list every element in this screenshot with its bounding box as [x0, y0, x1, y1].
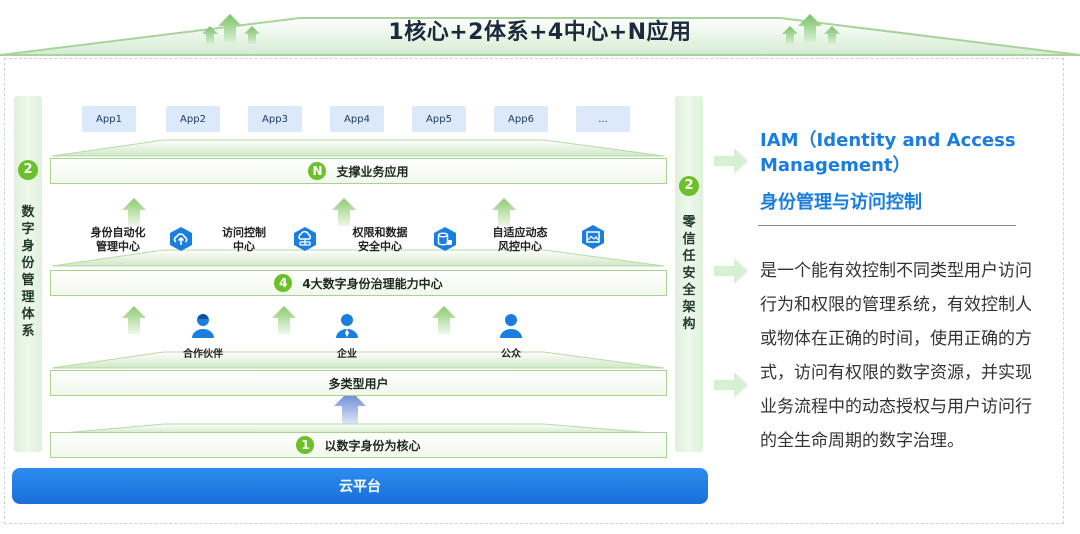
layer-4-label: 4大数字身份治理能力中心 [302, 276, 443, 291]
app-6: App6 [494, 106, 548, 132]
right-pillar-badge: 2 [679, 176, 699, 196]
diagram-frame [4, 58, 1064, 524]
network-cloud-icon [294, 227, 316, 251]
app-4: App4 [330, 106, 384, 132]
app-more: ... [576, 106, 630, 132]
chevron-right-icon [714, 372, 748, 398]
center-4-label: 自适应动态 风控中心 [492, 226, 548, 253]
user-partner-label: 合作伙伴 [183, 349, 223, 360]
database-lock-icon [434, 227, 456, 251]
app-3: App3 [248, 106, 302, 132]
user-enterprise-label: 企业 [337, 349, 357, 360]
app-1: App1 [82, 106, 136, 132]
iam-description: 是一个能有效控制不同类型用户访问行为和权限的管理系统，有效控制人或物体在正确的时… [760, 261, 1032, 451]
layer-governance-centers: 4 4大数字身份治理能力中心 [50, 270, 667, 296]
image-frame-icon [582, 225, 604, 249]
layer-4-badge: 4 [274, 274, 293, 292]
app-5: App5 [412, 106, 466, 132]
right-pillar-label: 零 信 任 安 全 架 构 [682, 215, 696, 332]
layer-core-label: 以数字身份为核心 [324, 438, 421, 453]
layer-n-label: 支撑业务应用 [336, 164, 409, 179]
user-public-label: 公众 [501, 349, 521, 360]
layer-users-label: 多类型用户 [328, 376, 389, 391]
left-pillar-label: 数 字 身 份 管 理 体 系 [21, 205, 35, 339]
left-pillar-badge: 2 [18, 160, 38, 180]
iam-divider [758, 225, 1016, 226]
enterprise-user-icon [336, 314, 358, 338]
iam-subtitle: 身份管理与访问控制 [760, 192, 922, 213]
chevron-right-icon [714, 258, 748, 284]
partner-icon [192, 314, 214, 338]
left-pillar [14, 96, 42, 452]
layer-n-badge: N [308, 162, 327, 180]
roof-banner [0, 14, 1080, 56]
layer-multi-users: 多类型用户 [50, 370, 667, 396]
cloud-platform-bar: 云平台 [12, 468, 708, 504]
right-pillar [675, 96, 703, 452]
chevron-right-icon [714, 148, 748, 174]
center-2-label: 访问控制 中心 [222, 226, 266, 253]
layer-core-identity: 1 以数字身份为核心 [50, 432, 667, 458]
iam-title: IAM（Identity and Access Management） [760, 130, 1016, 176]
cloud-upload-icon [170, 227, 192, 251]
layer-core-badge: 1 [296, 436, 315, 454]
diagram-arrows [51, 139, 665, 435]
center-3-label: 权限和数据 安全中心 [352, 226, 408, 253]
center-1-label: 身份自动化 管理中心 [90, 226, 146, 253]
app-2: App2 [166, 106, 220, 132]
public-user-icon [500, 314, 522, 338]
top-title: 1核心+2体系+4中心+N应用 [388, 20, 692, 45]
layer-support-apps: N 支撑业务应用 [50, 158, 667, 184]
